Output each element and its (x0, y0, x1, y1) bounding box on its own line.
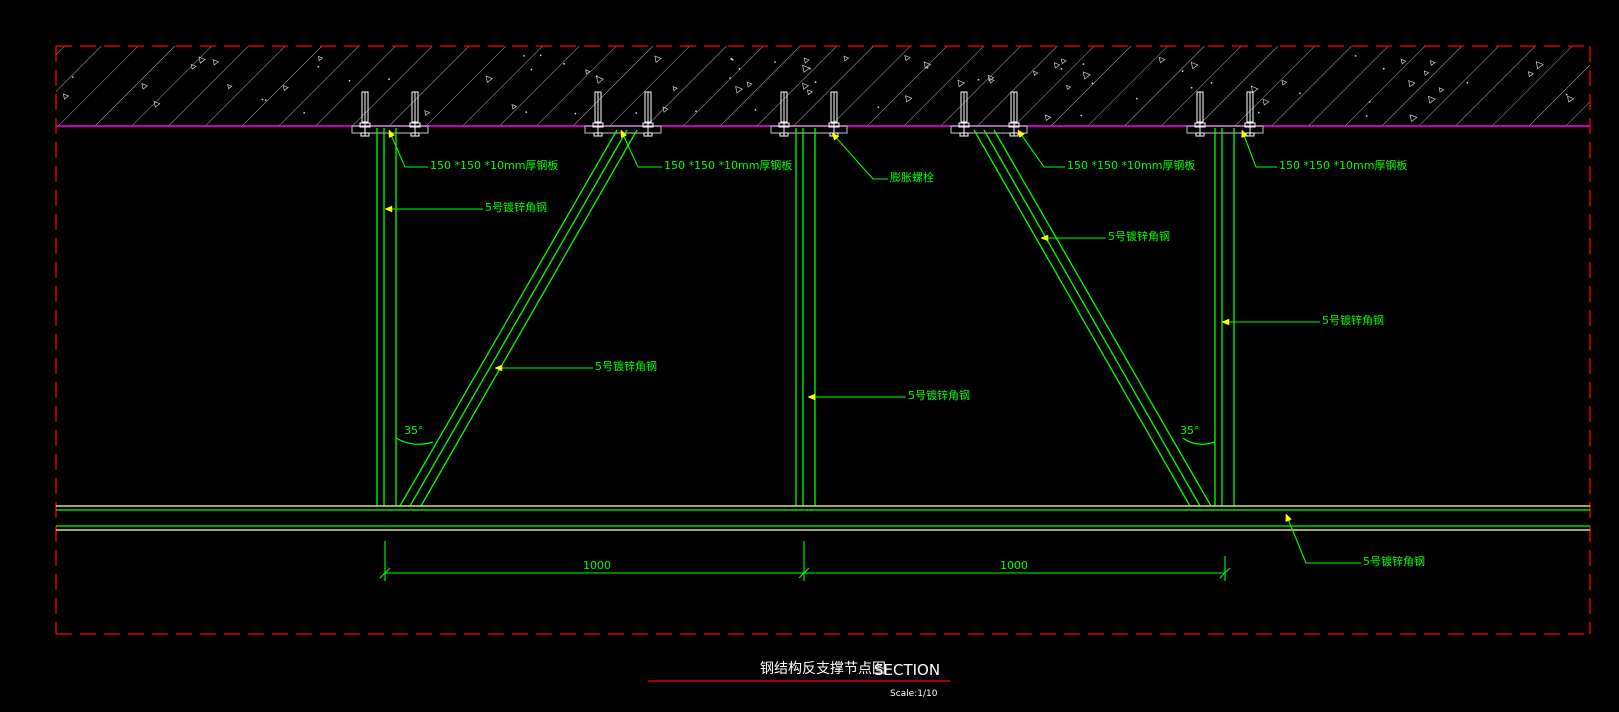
anchor-4 (950, 91, 1028, 137)
angle-value-right: 35° (1180, 424, 1200, 437)
leader-arrowhead (388, 129, 395, 138)
expansion-bolt (642, 91, 654, 137)
leader-arrowhead (494, 364, 503, 372)
steel-members (376, 128, 1235, 507)
leader-bolt (831, 132, 888, 180)
post-center (795, 128, 816, 506)
title-cn: 钢结构反支撑节点图 (760, 661, 886, 677)
leader-arrowhead (384, 205, 393, 213)
angle-value-left: 35° (404, 424, 424, 437)
leader-brace-left (494, 364, 593, 372)
leader-brace-right (1040, 234, 1106, 242)
leader-plate-1 (388, 129, 428, 168)
title-scale: Scale:1/10 (890, 689, 938, 699)
expansion-bolt (1008, 91, 1020, 137)
angle-arc-right (1182, 437, 1216, 445)
post-right (1214, 128, 1235, 506)
angle-label-brace-right: 5号镀锌角钢 (1108, 229, 1170, 243)
leader-plate-2 (620, 129, 662, 168)
post-left (376, 128, 397, 506)
expansion-bolt (1194, 91, 1206, 137)
expansion-bolt (778, 91, 790, 137)
leader-arrowhead (831, 132, 840, 141)
bottom-beam (56, 505, 1590, 531)
dimension-right: 1000 (1000, 559, 1028, 572)
leader-arrowhead (1221, 318, 1230, 326)
expansion-bolt (958, 91, 970, 137)
leader-arrowhead (807, 393, 816, 401)
leader-arrowhead (1040, 234, 1049, 242)
leader-lines (384, 129, 1361, 564)
boundary-frame (55, 45, 1591, 635)
plate-label-1: 150 *150 *10mm厚钢板 (430, 158, 558, 172)
title-en: SECTION (874, 661, 940, 679)
anchor-plates (351, 91, 1264, 137)
title-block: 钢结构反支撑节点图 SECTION Scale:1/10 (648, 661, 950, 699)
leader-arrowhead (1241, 129, 1248, 138)
expansion-bolt (828, 91, 840, 137)
leader-arrowhead (1017, 129, 1025, 138)
angle-label-post-center: 5号镀锌角钢 (908, 388, 970, 402)
anchor-3 (770, 91, 848, 137)
annotation-labels: 150 *150 *10mm厚钢板 150 *150 *10mm厚钢板 膨胀螺栓… (404, 158, 1425, 572)
plate-label-4: 150 *150 *10mm厚钢板 (1279, 158, 1407, 172)
expansion-bolt (409, 91, 421, 137)
leader-arrowhead (1285, 513, 1292, 522)
expansion-bolt (1244, 91, 1256, 137)
angle-label-post-right: 5号镀锌角钢 (1322, 313, 1384, 327)
angle-arc-left (395, 437, 434, 445)
expansion-bolt (592, 91, 604, 137)
concrete-slab (56, 46, 1590, 126)
plate-label-2: 150 *150 *10mm厚钢板 (664, 158, 792, 172)
dimension-left: 1000 (583, 559, 611, 572)
brace-right (973, 129, 1212, 507)
brace-left (399, 129, 638, 507)
leader-plate-3 (1017, 129, 1065, 168)
angle-label-beam: 5号镀锌角钢 (1363, 554, 1425, 568)
angle-label-post-left: 5号镀锌角钢 (485, 200, 547, 214)
leader-post-left (384, 205, 483, 213)
leader-post-center (807, 393, 906, 401)
expansion-bolt (359, 91, 371, 137)
bolt-label: 膨胀螺栓 (890, 170, 934, 184)
leader-plate-4 (1241, 129, 1277, 168)
leader-post-right (1221, 318, 1320, 326)
leader-arrowhead (620, 129, 628, 138)
anchor-5 (1186, 91, 1264, 137)
plate-label-3: 150 *150 *10mm厚钢板 (1067, 158, 1195, 172)
leader-beam (1285, 513, 1361, 564)
dimension-lines (379, 541, 1231, 581)
angle-label-brace-left: 5号镀锌角钢 (595, 359, 657, 373)
